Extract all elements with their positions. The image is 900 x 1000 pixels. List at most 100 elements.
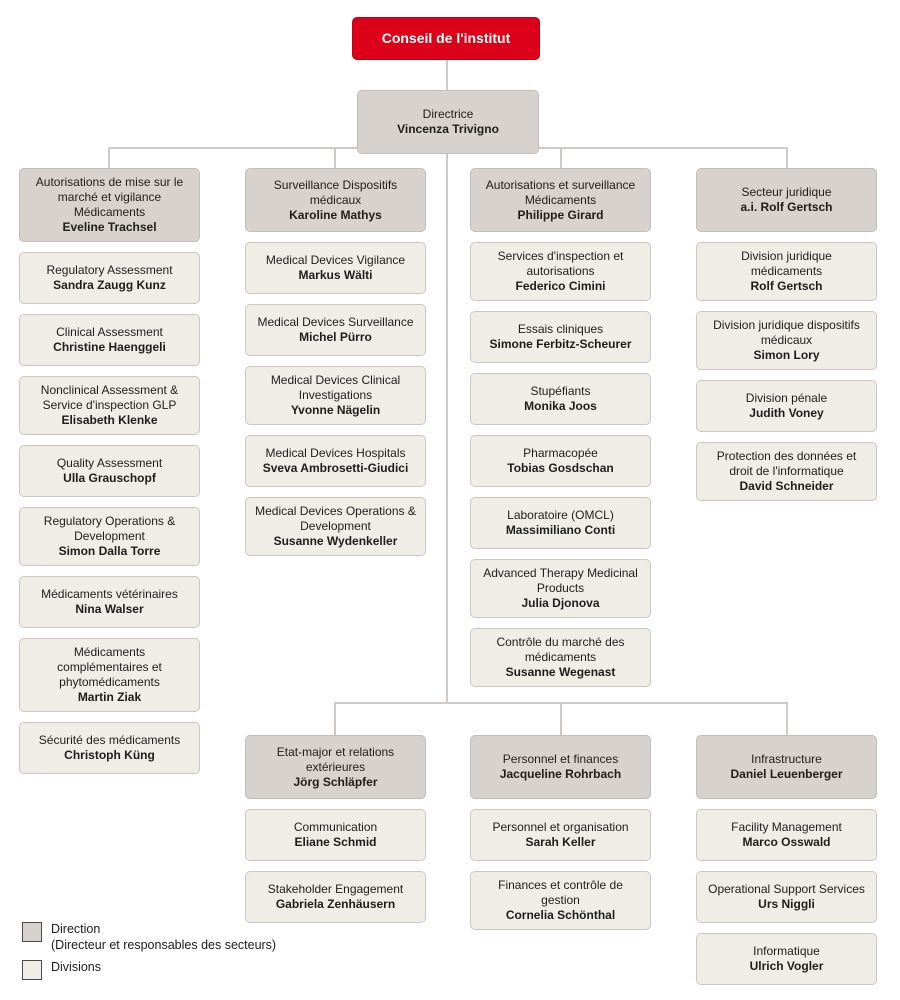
divisions-swatch-icon <box>22 960 42 980</box>
division-title: Finances et contrôle de gestion <box>498 878 623 907</box>
division-lead-name: Christine Haenggeli <box>53 340 166 354</box>
sector-column-legal: Secteur juridique a.i. Rolf Gertsch Divi… <box>696 168 877 501</box>
division-lead-name: Simon Dalla Torre <box>58 544 161 558</box>
division-title: Quality Assessment <box>56 456 163 470</box>
division-title: Essais cliniques <box>517 322 604 336</box>
institute-council-box: Conseil de l'institut <box>352 17 540 60</box>
division-title: Facility Management <box>731 820 842 834</box>
division-lead-name: Yvonne Nägelin <box>290 403 381 417</box>
division-box: Pharmacopée Tobias Gosdschan <box>470 435 651 487</box>
sector-lead-name: Philippe Girard <box>517 207 604 222</box>
division-title: Médicaments complémentaires et phytomédi… <box>57 645 162 689</box>
division-box: Division juridique dispositifs médicaux … <box>696 311 877 370</box>
sector-head-box: Etat-major et relations extérieures Jörg… <box>245 735 426 799</box>
division-box: Medical Devices Hospitals Sveva Ambroset… <box>245 435 426 487</box>
division-title: Division pénale <box>745 391 828 405</box>
division-box: Personnel et organisation Sarah Keller <box>470 809 651 861</box>
division-lead-name: Cornelia Schönthal <box>505 908 616 922</box>
sector-title: Etat-major et relations extérieures <box>276 744 395 774</box>
division-list: Personnel et organisation Sarah Keller F… <box>470 809 651 930</box>
division-title: Nonclinical Assessment & Service d'inspe… <box>40 383 179 412</box>
sector-column-staff-relations: Etat-major et relations extérieures Jörg… <box>245 735 426 923</box>
division-box: Contrôle du marché des médicaments Susan… <box>470 628 651 687</box>
division-lead-name: Marco Osswald <box>742 835 831 849</box>
division-list: Facility Management Marco Osswald Operat… <box>696 809 877 985</box>
sector-column-infrastructure: Infrastructure Daniel Leuenberger Facili… <box>696 735 877 985</box>
division-lead-name: Sveva Ambrosetti-Giudici <box>262 461 409 475</box>
division-box: Regulatory Operations & Development Simo… <box>19 507 200 566</box>
division-lead-name: Simone Ferbitz-Scheurer <box>489 337 632 351</box>
sector-column-authorisations-surveillance: Autorisations et surveillance Médicament… <box>470 168 651 687</box>
division-lead-name: Susanne Wydenkeller <box>273 534 398 548</box>
division-lead-name: Eliane Schmid <box>294 835 377 849</box>
division-lead-name: Rolf Gertsch <box>750 279 823 293</box>
sector-column-personnel-finances: Personnel et finances Jacqueline Rohrbac… <box>470 735 651 930</box>
division-box: Operational Support Services Urs Niggli <box>696 871 877 923</box>
division-title: Advanced Therapy Medicinal Products <box>483 566 638 595</box>
director-name: Vincenza Trivigno <box>397 122 499 136</box>
division-list: Medical Devices Vigilance Markus Wälti M… <box>245 242 426 556</box>
division-title: Division juridique médicaments <box>741 249 832 278</box>
division-lead-name: Markus Wälti <box>298 268 373 282</box>
sector-head-box: Personnel et finances Jacqueline Rohrbac… <box>470 735 651 799</box>
division-title: Stupéfiants <box>530 384 591 398</box>
connector-center-trunk <box>446 138 448 704</box>
division-box: Division juridique médicaments Rolf Gert… <box>696 242 877 301</box>
division-title: Pharmacopée <box>523 446 598 460</box>
division-lead-name: Ulrich Vogler <box>749 959 824 973</box>
sector-lead-name: Daniel Leuenberger <box>730 767 843 781</box>
sector-head-box: Autorisations de mise sur le marché et v… <box>19 168 200 242</box>
division-lead-name: Massimiliano Conti <box>505 523 616 537</box>
division-title: Operational Support Services <box>708 882 865 896</box>
connector-drop-sector-5 <box>334 702 336 735</box>
division-list: Communication Eliane Schmid Stakeholder … <box>245 809 426 923</box>
sector-lead-name: Jörg Schläpfer <box>293 774 378 789</box>
connector-drop-sector-2 <box>334 147 336 168</box>
sector-title: Secteur juridique <box>741 185 832 199</box>
division-lead-name: Simon Lory <box>753 348 820 362</box>
division-lead-name: Elisabeth Klenke <box>61 413 158 427</box>
sector-column-authorisations-vigilance: Autorisations de mise sur le marché et v… <box>19 168 200 774</box>
division-title: Médicaments vétérinaires <box>41 587 178 601</box>
division-box: Nonclinical Assessment & Service d'inspe… <box>19 376 200 435</box>
division-box: Facility Management Marco Osswald <box>696 809 877 861</box>
division-title: Contrôle du marché des médicaments <box>496 635 625 664</box>
division-lead-name: Ulla Grauschopf <box>63 471 156 485</box>
division-box: Sécurité des médicaments Christoph Küng <box>19 722 200 774</box>
division-box: Services d'inspection et autorisations F… <box>470 242 651 301</box>
sector-lead-name: a.i. Rolf Gertsch <box>740 200 833 214</box>
division-title: Communication <box>293 820 378 834</box>
division-title: Medical Devices Surveillance <box>257 315 414 329</box>
division-title: Division juridique dispositifs médicaux <box>713 318 860 347</box>
division-lead-name: Julia Djonova <box>521 596 600 610</box>
division-box: Médicaments vétérinaires Nina Walser <box>19 576 200 628</box>
division-lead-name: Christoph Küng <box>64 748 155 762</box>
division-title: Protection des données et droit de l'inf… <box>716 449 857 478</box>
division-lead-name: Federico Cimini <box>515 279 606 293</box>
connector-drop-sector-7 <box>786 702 788 735</box>
division-title: Informatique <box>753 944 820 958</box>
director-title: Directrice <box>422 107 474 121</box>
division-list: Division juridique médicaments Rolf Gert… <box>696 242 877 501</box>
division-box: Essais cliniques Simone Ferbitz-Scheurer <box>470 311 651 363</box>
division-lead-name: Judith Voney <box>749 406 824 420</box>
division-title: Clinical Assessment <box>56 325 163 339</box>
connector-drop-sector-4 <box>786 147 788 168</box>
division-list: Regulatory Assessment Sandra Zaugg Kunz … <box>19 252 200 774</box>
director-box: Directrice Vincenza Trivigno <box>357 90 539 154</box>
legend-direction-note: (Directeur et responsables des secteurs) <box>51 938 277 952</box>
division-box: Medical Devices Clinical Investigations … <box>245 366 426 425</box>
division-box: Regulatory Assessment Sandra Zaugg Kunz <box>19 252 200 304</box>
sector-head-box: Surveillance Dispositifs médicaux Karoli… <box>245 168 426 232</box>
division-box: Informatique Ulrich Vogler <box>696 933 877 985</box>
sector-lead-name: Jacqueline Rohrbach <box>499 767 622 781</box>
division-title: Services d'inspection et autorisations <box>497 249 624 278</box>
division-title: Regulatory Assessment <box>46 263 173 277</box>
division-lead-name: Sarah Keller <box>525 835 596 849</box>
division-box: Stupéfiants Monika Joos <box>470 373 651 425</box>
division-box: Finances et contrôle de gestion Cornelia… <box>470 871 651 930</box>
division-lead-name: David Schneider <box>739 479 834 493</box>
institute-council-label: Conseil de l'institut <box>381 30 511 46</box>
division-lead-name: Gabriela Zenhäusern <box>275 897 396 911</box>
